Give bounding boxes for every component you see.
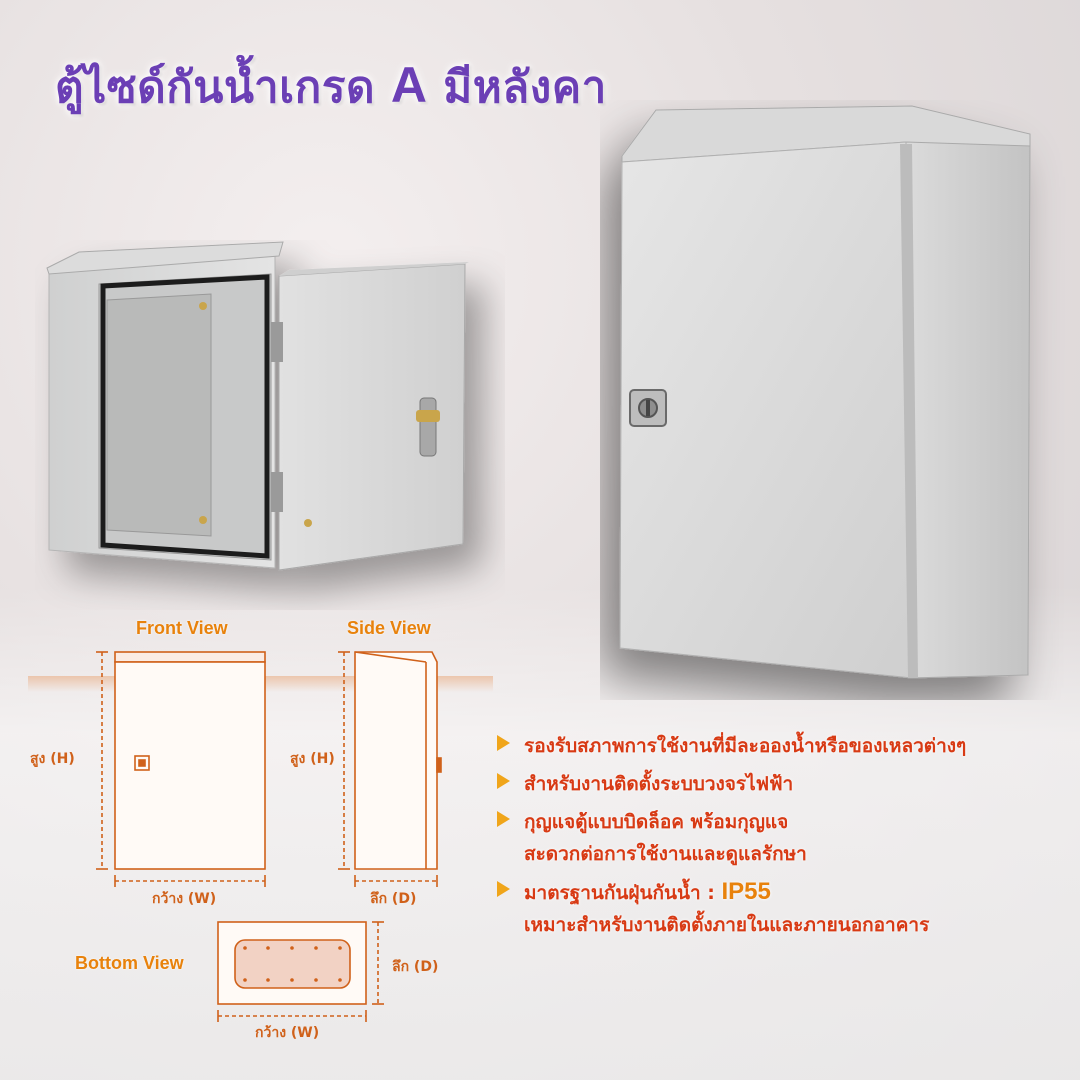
front-view-label: Front View xyxy=(136,618,228,638)
ip-rating: IP55 xyxy=(721,878,771,905)
ip-standard-label: มาตรฐานกันฝุ่นกันน้ำ : xyxy=(524,882,715,904)
bullet-arrow-icon xyxy=(497,735,510,751)
bottom-view-label: Bottom View xyxy=(75,953,184,973)
feature-text: มาตรฐานกันฝุ่นกันน้ำ : IP55 xyxy=(524,876,929,909)
page-title: ตู้ไซด์กันน้ำเกรด A มีหลังคา xyxy=(55,52,607,122)
side-height-label: สูง (H) xyxy=(290,751,335,767)
dimension-diagram xyxy=(96,651,442,1022)
title-grade: A xyxy=(390,57,428,113)
front-width-label: กว้าง (W) xyxy=(152,891,217,907)
title-suffix: มีหลังคา xyxy=(443,62,607,113)
feature-text: สำหรับงานติดตั้งระบบวงจรไฟฟ้า xyxy=(524,773,794,795)
bullet-arrow-icon xyxy=(497,811,510,827)
closed-cabinet-image xyxy=(619,105,1031,679)
feature-list: รองรับสภาพการใช้งานที่มีละอองน้ำหรือของเ… xyxy=(497,730,1067,947)
side-depth-label: ลึก (D) xyxy=(370,891,417,907)
feature-item: มาตรฐานกันฝุ่นกันน้ำ : IP55 เหมาะสำหรับง… xyxy=(497,876,1067,941)
side-view-label: Side View xyxy=(347,618,431,638)
open-cabinet-image xyxy=(46,241,469,571)
bullet-arrow-icon xyxy=(497,773,510,789)
bottom-width-label: กว้าง (W) xyxy=(255,1025,320,1041)
feature-text: สะดวกต่อการใช้งานและดูแลรักษา xyxy=(524,843,807,865)
title-prefix: ตู้ไซด์กันน้ำเกรด xyxy=(55,62,376,113)
bullet-arrow-icon xyxy=(497,881,510,897)
bottom-depth-label: ลึก (D) xyxy=(392,959,439,975)
feature-text: กุญแจตู้แบบบิดล็อค พร้อมกุญแจ xyxy=(524,811,789,833)
feature-text: เหมาะสำหรับงานติดตั้งภายในและภายนอกอาคาร xyxy=(524,914,930,936)
feature-item: กุญแจตู้แบบบิดล็อค พร้อมกุญแจ สะดวกต่อกา… xyxy=(497,806,1067,870)
feature-text: รองรับสภาพการใช้งานที่มีละอองน้ำหรือของเ… xyxy=(524,735,967,757)
feature-item: รองรับสภาพการใช้งานที่มีละอองน้ำหรือของเ… xyxy=(497,730,1067,762)
feature-item: สำหรับงานติดตั้งระบบวงจรไฟฟ้า xyxy=(497,768,1067,800)
front-height-label: สูง (H) xyxy=(30,751,75,767)
